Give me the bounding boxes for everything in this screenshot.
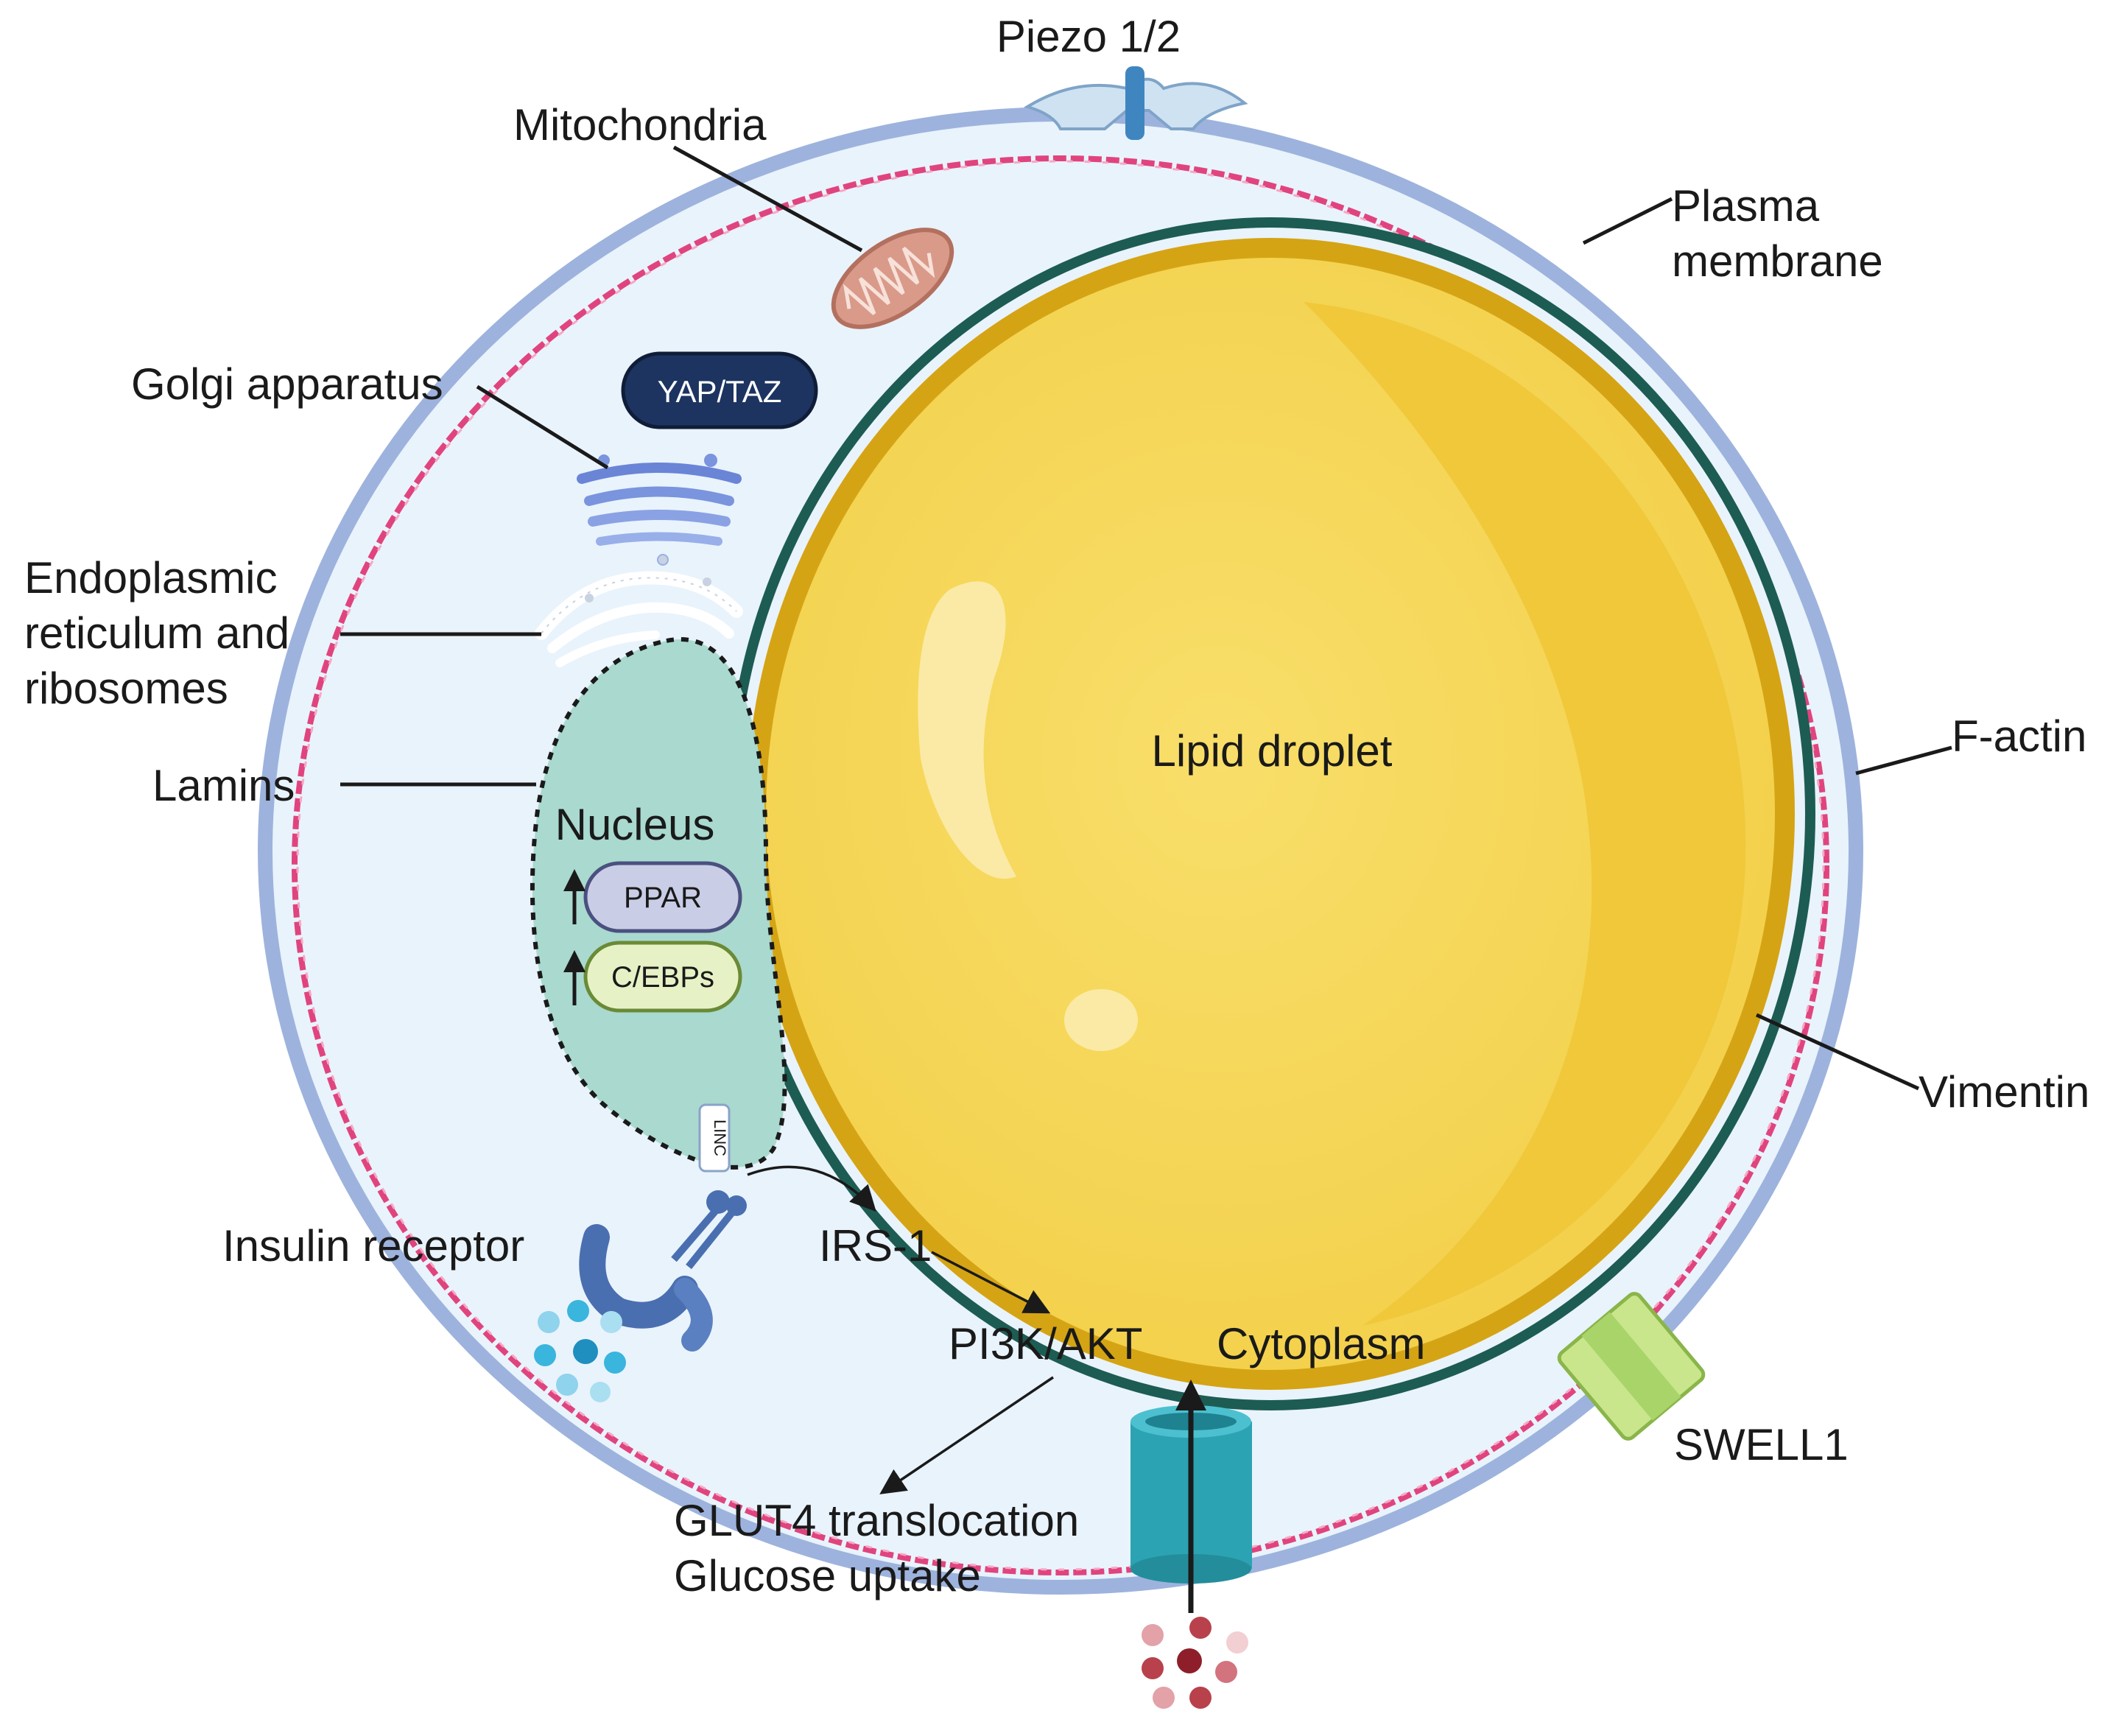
labels: Piezo 1/2 Mitochondria Plasma membrane G… [24, 12, 2089, 1600]
f-actin-leader [1855, 745, 1952, 776]
droplet-highlight-small [1064, 989, 1138, 1051]
droplet-shadow [1304, 302, 1746, 1326]
ppar-label: PPAR [624, 882, 702, 914]
f-actin-ring-inner [296, 160, 1825, 1571]
plasma-membrane-label-line2: membrane [1672, 236, 1883, 286]
cytoplasm-label: Cytoplasm [1217, 1319, 1425, 1368]
ppar-badge: PPAR [563, 861, 742, 933]
plasma-membrane-label-line1: Plasma [1672, 181, 1820, 231]
insulin-receptor-label: Insulin receptor [222, 1221, 524, 1271]
swell1-label: SWELL1 [1674, 1420, 1849, 1469]
piezo-label: Piezo 1/2 [996, 12, 1181, 61]
linc-complex: LINC [698, 1103, 731, 1173]
yap-taz-badge: YAP/TAZ [621, 351, 818, 429]
vimentin-leader [1755, 1013, 1920, 1091]
pi3k-to-glut4-arrow [879, 1376, 1054, 1494]
f-actin-ring [292, 155, 1829, 1575]
yap-taz-label: YAP/TAZ [658, 374, 782, 409]
cebps-label: C/EBPs [611, 961, 714, 994]
linc-to-irs1-arrow [747, 1165, 876, 1212]
er-organelle [535, 555, 743, 667]
glut4-label-line1: GLUT4 translocation [674, 1496, 1079, 1545]
droplet-highlight [918, 581, 1016, 879]
lipid-droplet-group [725, 217, 1815, 1410]
irs1-to-pi3k-arrow [931, 1251, 1051, 1314]
insulin-molecules [534, 1300, 626, 1402]
er-label-line2: reticulum and [24, 608, 289, 658]
insulin-receptor-icon [579, 1190, 747, 1352]
plasma-membrane-leader [1582, 197, 1673, 245]
er-label-line1: Endoplasmic [24, 553, 278, 602]
f-actin-label: F-actin [1952, 711, 2086, 761]
signalling-arrows [747, 1165, 1206, 1613]
mitochondria-label: Mitochondria [513, 100, 767, 150]
leader-lines [340, 145, 1952, 1091]
er-label-line3: ribosomes [24, 664, 228, 713]
cebps-badge: C/EBPs [563, 941, 742, 1013]
irs1-label: IRS-1 [819, 1221, 932, 1271]
golgi-label: Golgi apparatus [131, 359, 443, 409]
swell1-channel [1557, 1292, 1706, 1441]
lipid-droplet-label: Lipid droplet [1152, 726, 1393, 776]
nucleus-label: Nucleus [555, 800, 715, 849]
glut4-label-line2: Glucose uptake [674, 1551, 981, 1600]
pi3k-akt-label: PI3K/AKT [949, 1319, 1142, 1368]
mitochondria-organelle [831, 228, 954, 329]
glucose-molecules [1142, 1617, 1248, 1709]
golgi-leader [476, 384, 609, 470]
golgi-organelle [577, 454, 742, 566]
linc-label: LINC [711, 1120, 729, 1156]
mitochondria-leader [672, 145, 863, 253]
lamins-label: Lamins [152, 761, 295, 810]
piezo-channel [1024, 66, 1248, 140]
vimentin-label: Vimentin [1919, 1067, 2089, 1117]
